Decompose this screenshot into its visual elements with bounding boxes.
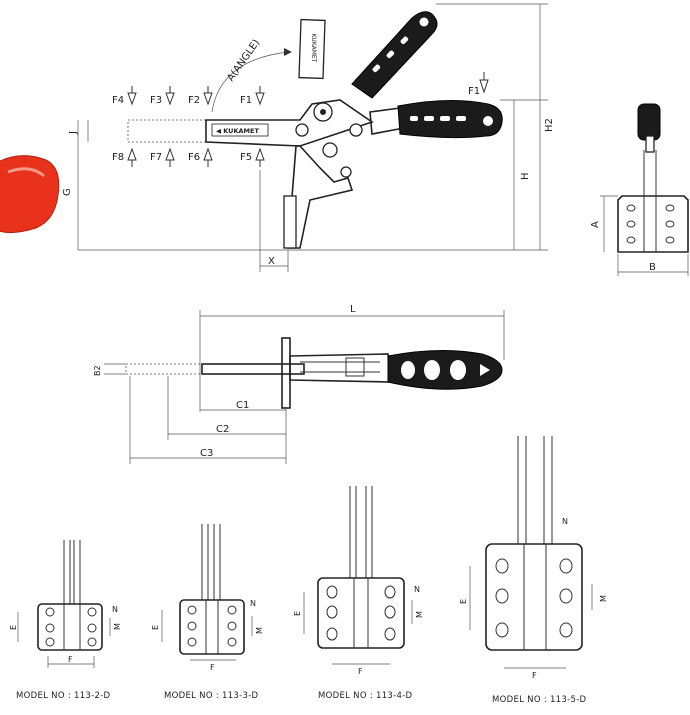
side-view: ◀ KUKAMET KUKAMET: [62, 3, 555, 272]
force-f5: F5: [240, 152, 252, 163]
force-f4: F4: [112, 95, 124, 106]
dim-b: B: [649, 262, 656, 273]
dim-c1: C1: [236, 400, 249, 411]
dim-l: L: [350, 304, 356, 315]
model-113-4-dim-n: N: [414, 585, 420, 594]
dim-g: G: [62, 188, 73, 196]
model-113-2-dim-f: F: [68, 655, 73, 664]
model-113-3-dim-f: F: [210, 663, 215, 672]
model-113-2-dim-m: M: [113, 623, 122, 630]
top-view: L B2 C1 C2 C3: [93, 304, 505, 464]
model-113-4-dim-f: F: [358, 667, 363, 676]
model-113-3-d: E F M N MODEL NO : 113-3-D: [151, 524, 264, 701]
model-113-2-d: E F M N MODEL NO : 113-2-D: [9, 540, 122, 701]
red-handle-cap: [0, 155, 60, 234]
dim-x: X: [268, 256, 275, 267]
dim-h: H: [520, 172, 531, 180]
dim-b2: B2: [93, 365, 102, 376]
force-f3: F3: [150, 95, 162, 106]
model-113-3-dim-e: E: [151, 625, 160, 630]
model-label-113-2-d: MODEL NO : 113-2-D: [16, 691, 111, 701]
model-113-2-dim-n: N: [112, 605, 118, 614]
dim-j: J: [68, 131, 79, 135]
force-handle: F1: [468, 86, 480, 97]
angle-label: A(ANGLE): [225, 38, 262, 84]
model-label-113-3-d: MODEL NO : 113-3-D: [164, 691, 259, 701]
model-113-5-dim-n: N: [562, 517, 568, 526]
force-f1: F1: [240, 95, 252, 106]
model-113-3-dim-n: N: [250, 599, 256, 608]
dim-a: A: [590, 221, 601, 228]
model-113-2-dim-e: E: [9, 625, 18, 630]
model-113-4-dim-m: M: [415, 611, 424, 618]
force-f6: F6: [188, 152, 200, 163]
model-113-4-dim-e: E: [293, 611, 302, 616]
model-113-5-dim-m: M: [599, 595, 608, 602]
force-f2: F2: [188, 95, 200, 106]
dim-c3: C3: [200, 448, 213, 459]
force-f7: F7: [150, 152, 162, 163]
dim-h2: H2: [544, 118, 555, 132]
svg-text:KUKAMET: KUKAMET: [310, 34, 317, 63]
model-113-5-dim-e: E: [459, 599, 468, 604]
model-label-113-5-d: MODEL NO : 113-5-D: [492, 695, 587, 705]
model-113-4-d: E F M N MODEL NO : 113-4-D: [293, 486, 424, 701]
end-view: A B: [590, 103, 689, 276]
model-113-5-dim-f: F: [532, 671, 537, 680]
force-arrows-bottom: F8 F7 F6 F5: [112, 147, 265, 167]
force-arrows-top: F4 F3 F2 F1: [112, 86, 265, 106]
model-113-5-d: E F M N MODEL NO : 113-5-D: [459, 436, 608, 705]
model-label-113-4-d: MODEL NO : 113-4-D: [318, 691, 413, 701]
model-113-3-dim-m: M: [255, 627, 264, 634]
svg-text:◀ KUKAMET: ◀ KUKAMET: [216, 127, 259, 135]
force-f8: F8: [112, 152, 124, 163]
dim-c2: C2: [216, 424, 229, 435]
